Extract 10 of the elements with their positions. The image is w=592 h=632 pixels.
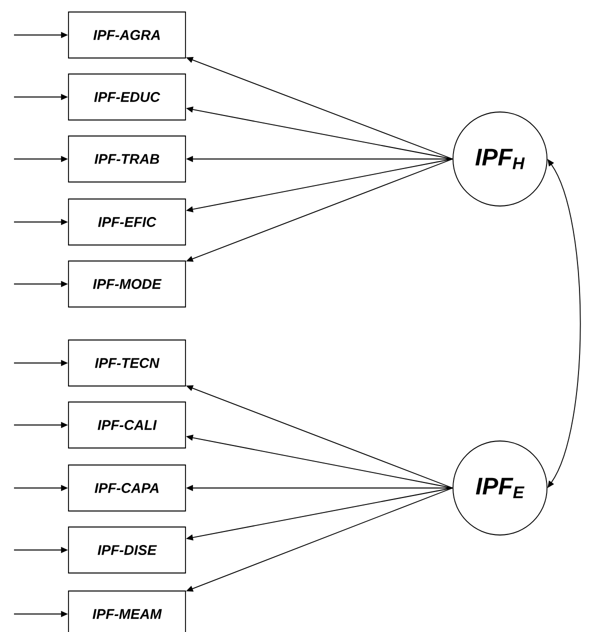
indicator-box: IPF-CALI bbox=[68, 402, 186, 448]
indicator-box: IPF-EFIC bbox=[68, 198, 186, 246]
indicator-box: IPF-CAPA bbox=[68, 464, 186, 512]
indicator-box: IPF-MODE bbox=[68, 260, 186, 308]
indicator-box: IPF-EDUC bbox=[68, 74, 186, 120]
indicator-box: IPF-TECN bbox=[68, 340, 186, 386]
indicator-box: IPF-TRAB bbox=[68, 136, 186, 182]
indicator-box: IPF-AGRA bbox=[68, 12, 186, 58]
indicator-box: IPF-MEAM bbox=[68, 590, 186, 632]
indicator-box: IPF-DISE bbox=[68, 526, 186, 574]
